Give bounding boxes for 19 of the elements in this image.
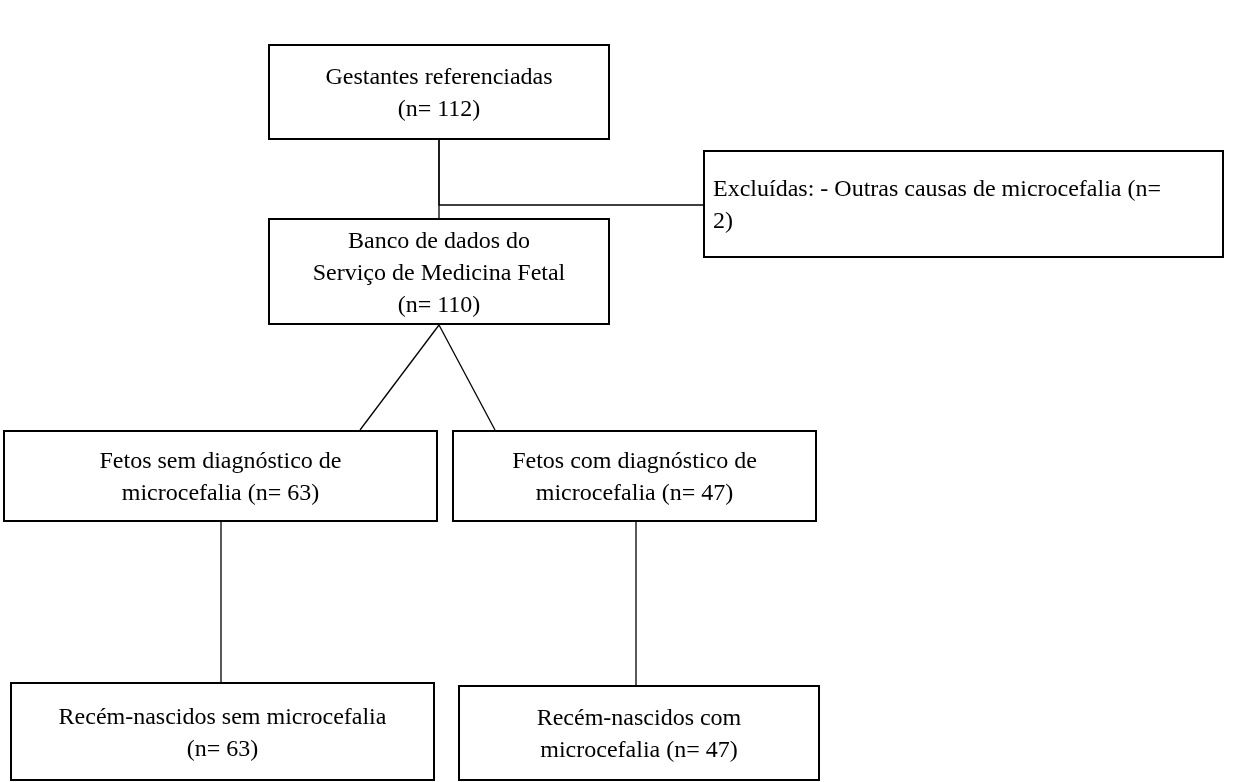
box-text: Recém-nascidos sem microcefalia (n= 63) xyxy=(57,701,388,763)
process-box xyxy=(268,44,610,140)
box-text: Banco de dados do Serviço de Medicina Fetal (n= 110) xyxy=(311,225,567,319)
box-text: Recém-nascidos com microcefalia (n= 47) xyxy=(535,703,743,764)
process-box xyxy=(10,682,435,781)
box-text: Excluídas: - Outras causas de microcefalia (n= 2) xyxy=(712,174,1163,235)
connector-line xyxy=(438,139,704,206)
process-box xyxy=(452,430,817,522)
process-box xyxy=(268,218,610,325)
process-box xyxy=(703,150,1224,258)
box-text: Fetos com diagnóstico de microcefalia (n= 47) xyxy=(511,446,758,507)
connector-line xyxy=(438,324,496,431)
process-box xyxy=(3,430,438,522)
box-text: Fetos sem diagnóstico de microcefalia (n= 63) xyxy=(98,446,343,507)
connector-line xyxy=(220,521,222,683)
process-box xyxy=(458,685,820,781)
box-text: Gestantes referenciadas (n= 112) xyxy=(324,62,554,123)
connector-line xyxy=(635,521,637,686)
connector-line xyxy=(359,324,440,431)
